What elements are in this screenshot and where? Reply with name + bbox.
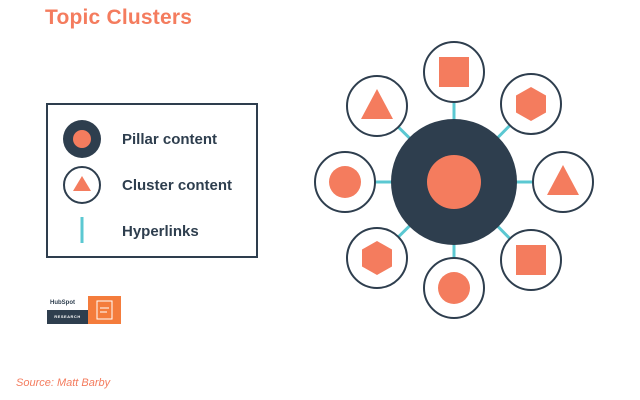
cluster-node-top [423, 41, 485, 103]
legend-hyperlinks-label: Hyperlinks [122, 223, 199, 240]
document-icon [88, 296, 121, 324]
cluster-icon [63, 166, 101, 204]
legend-pillar-label: Pillar content [122, 131, 218, 148]
legend-box: Pillar content Cluster content Hyperlink… [46, 103, 258, 258]
cluster-node-bottom [423, 257, 485, 319]
cluster-node-bottom-right [500, 229, 562, 291]
cluster-node-right [532, 151, 594, 213]
cluster-node-left [314, 151, 376, 213]
research-label: RESEARCH [47, 310, 88, 324]
cluster-node-bottom-left [346, 227, 408, 289]
hubspot-wordmark: HubSpot [50, 300, 75, 306]
cluster-node-top-right [500, 73, 562, 135]
pillar-node [391, 119, 517, 245]
source-caption: Source: Matt Barby [16, 377, 111, 389]
cluster-node-top-left [346, 75, 408, 137]
hyperlink-icon [80, 217, 84, 243]
page-title: Topic Clusters [45, 6, 193, 29]
hubspot-research-logo: HubSpot RESEARCH [47, 296, 121, 324]
legend-cluster-label: Cluster content [122, 177, 233, 194]
pillar-icon [63, 120, 101, 158]
